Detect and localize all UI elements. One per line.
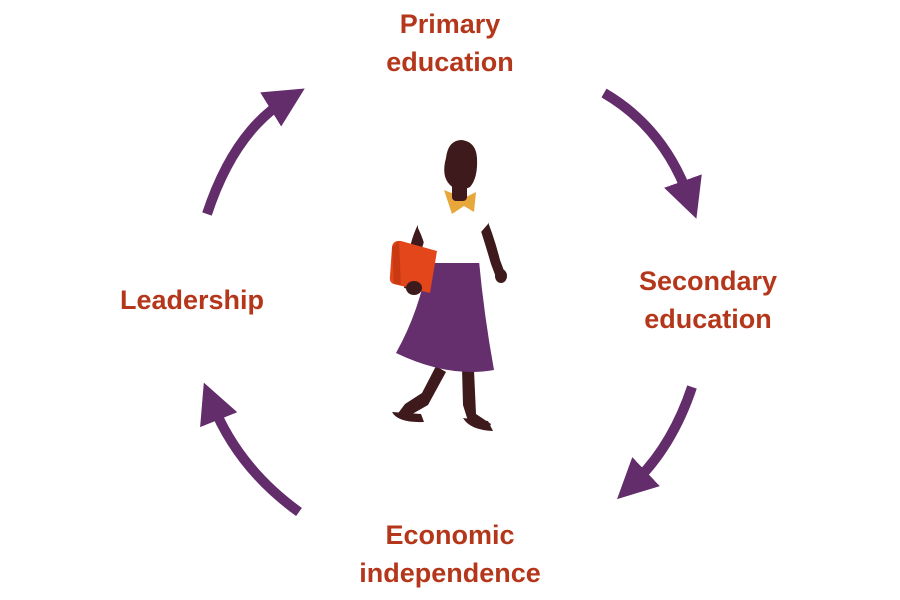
stage-label-line: Economic [385, 520, 515, 550]
stage-label-leadership: Leadership [92, 281, 292, 319]
arrow-primary-to-secondary-icon [601, 88, 702, 219]
stage-label-line: Primary [399, 9, 501, 39]
arrow-economic-to-leadership-icon [200, 382, 302, 517]
stage-label-line: education [386, 47, 514, 77]
stage-label-line: Secondary [638, 266, 778, 296]
stage-label-line: education [644, 304, 772, 334]
stage-label-line: independence [359, 558, 541, 588]
stage-label-line: Leadership [119, 285, 265, 315]
stage-label-secondary-education: Secondary education [598, 262, 818, 338]
stage-label-economic-independence: Economic independence [315, 516, 585, 592]
arrow-leadership-to-primary-icon [202, 88, 305, 216]
stage-label-primary-education: Primary education [330, 5, 570, 81]
arrow-secondary-to-economic-icon [617, 385, 697, 500]
